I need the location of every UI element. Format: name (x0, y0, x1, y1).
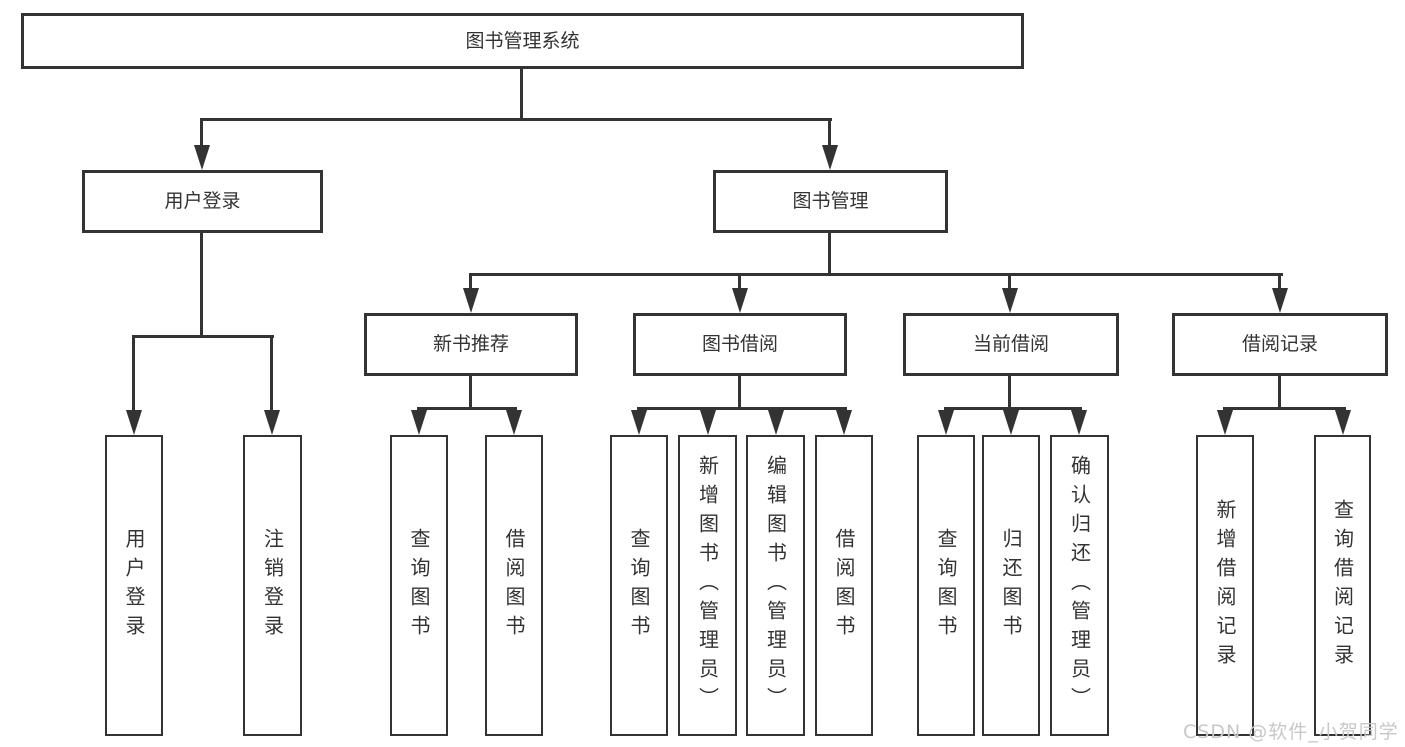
connector-line (469, 376, 472, 407)
leaf-add-borrow-record: 新增借阅记录 (1196, 435, 1254, 736)
leaf-query-books-3: 查询图书 (917, 435, 975, 736)
arrow-down-icon (768, 410, 784, 435)
leaf-borrow-books-1: 借阅图书 (485, 435, 543, 736)
arrow-down-icon (1272, 288, 1288, 313)
arrow-down-icon (732, 288, 748, 313)
connector-line (520, 69, 523, 118)
arrow-down-icon (631, 410, 647, 435)
connector-line (132, 335, 135, 412)
connector-line (1278, 273, 1281, 290)
leaf-user-login-label: 用户登录 (122, 527, 146, 644)
leaf-query-books-3-label: 查询图书 (934, 527, 958, 644)
node-book-management-label: 图书管理 (792, 190, 869, 212)
node-user-login: 用户登录 (82, 170, 323, 233)
connector-line (944, 407, 1082, 410)
connector-line (469, 273, 1283, 276)
connector-line (200, 118, 832, 121)
node-root-label: 图书管理系统 (465, 29, 580, 52)
leaf-query-books-2: 查询图书 (610, 435, 668, 736)
node-root: 图书管理系统 (21, 13, 1024, 69)
leaf-return-books: 归还图书 (982, 435, 1040, 736)
connector-line (1008, 376, 1011, 407)
leaf-query-borrow-record-label: 查询借阅记录 (1330, 498, 1355, 673)
arrow-down-icon (1335, 410, 1351, 435)
arrow-down-icon (126, 410, 142, 435)
arrow-down-icon (822, 145, 838, 170)
arrow-down-icon (411, 410, 427, 435)
leaf-borrow-books-2-label: 借阅图书 (832, 527, 856, 644)
node-borrow-records-label: 借阅记录 (1241, 333, 1318, 355)
node-new-book-recommend: 新书推荐 (364, 313, 578, 376)
connector-line (200, 118, 203, 147)
csdn-watermark: CSDN @软件_小贺同学 (1183, 721, 1399, 743)
arrow-down-icon (506, 410, 522, 435)
arrow-down-icon (938, 410, 954, 435)
node-current-borrow-label: 当前借阅 (972, 333, 1049, 355)
connector-line (1008, 273, 1011, 290)
node-book-borrow-label: 图书借阅 (701, 333, 778, 355)
leaf-edit-books-admin: 编辑图书（管理员） (746, 435, 805, 736)
arrow-down-icon (264, 410, 280, 435)
arrow-down-icon (1217, 410, 1233, 435)
connector-line (637, 407, 847, 410)
leaf-borrow-books-2: 借阅图书 (815, 435, 873, 736)
connector-line (132, 335, 274, 338)
leaf-query-books-1: 查询图书 (390, 435, 448, 736)
leaf-add-borrow-record-label: 新增借阅记录 (1213, 498, 1237, 673)
arrow-down-icon (194, 145, 210, 170)
connector-line (738, 273, 741, 290)
leaf-confirm-return-admin-label: 确认归还（管理员） (1067, 455, 1092, 716)
leaf-query-books-1-label: 查询图书 (407, 527, 431, 644)
connector-line (417, 407, 517, 410)
node-user-login-label: 用户登录 (164, 190, 241, 212)
leaf-borrow-books-1-label: 借阅图书 (502, 527, 526, 644)
connector-line (1278, 376, 1281, 407)
arrow-down-icon (700, 410, 716, 435)
leaf-add-books-admin-label: 新增图书（管理员） (695, 455, 720, 716)
leaf-logout-label: 注销登录 (260, 527, 285, 644)
node-book-borrow: 图书借阅 (633, 313, 847, 376)
connector-line (828, 118, 831, 147)
node-current-borrow: 当前借阅 (903, 313, 1119, 376)
connector-line (270, 335, 273, 412)
leaf-edit-books-admin-label: 编辑图书（管理员） (763, 455, 788, 716)
leaf-add-books-admin: 新增图书（管理员） (678, 435, 737, 736)
node-book-management: 图书管理 (713, 170, 948, 233)
arrow-down-icon (1071, 410, 1087, 435)
node-new-book-recommend-label: 新书推荐 (432, 333, 509, 355)
leaf-user-login: 用户登录 (105, 435, 163, 736)
connector-line (200, 233, 203, 335)
node-borrow-records: 借阅记录 (1172, 313, 1388, 376)
connector-line (469, 273, 472, 290)
connector-line (738, 376, 741, 407)
arrow-down-icon (836, 410, 852, 435)
arrow-down-icon (1002, 288, 1018, 313)
arrow-down-icon (1003, 410, 1019, 435)
arrow-down-icon (463, 288, 479, 313)
leaf-query-books-2-label: 查询图书 (627, 527, 651, 644)
leaf-return-books-label: 归还图书 (999, 527, 1023, 644)
leaf-logout: 注销登录 (243, 435, 302, 736)
connector-line (1223, 407, 1346, 410)
leaf-confirm-return-admin: 确认归还（管理员） (1050, 435, 1109, 736)
leaf-query-borrow-record: 查询借阅记录 (1314, 435, 1371, 736)
connector-line (828, 233, 831, 273)
